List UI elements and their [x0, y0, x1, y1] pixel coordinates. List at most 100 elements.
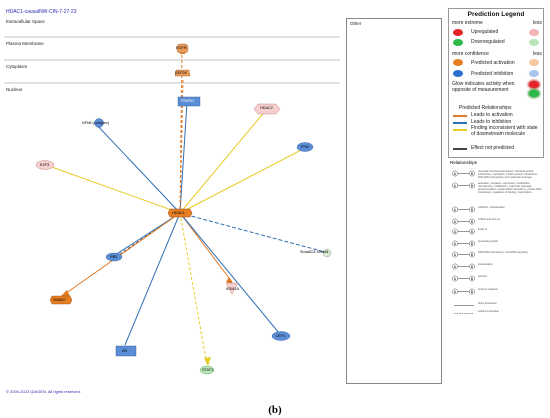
- relationship-label: RNA-RNA interactions, microRNA targeting: [478, 251, 528, 254]
- node-smad7-label: SMAD7: [53, 298, 67, 302]
- node-hdac2-shape: [253, 103, 281, 115]
- compartment-plasma-membrane-label: Plasma Membrane: [6, 41, 44, 46]
- node-smad-shape: [322, 248, 332, 258]
- line-inconsistent-swatch: [453, 129, 467, 131]
- svg-text:A: A: [454, 277, 457, 281]
- svg-text:A: A: [454, 265, 457, 269]
- legend-more-extreme: more extreme: [452, 20, 483, 26]
- nodes: [35, 43, 332, 375]
- legend-leads-inhibition: Leads to inhibition: [471, 119, 512, 125]
- edge-hdac1-stat1: [179, 212, 208, 366]
- arrowhead-smad7: [60, 290, 70, 297]
- other-compartment: Other: [346, 18, 442, 384]
- relationship-label: processing yields: [478, 240, 498, 243]
- relationship-label: chemical-chemical interactions, chemical…: [478, 170, 538, 179]
- relationship-label: inhibition, ubiquitination: [478, 206, 505, 209]
- node-kdm1a-label: KDM1A: [226, 287, 240, 291]
- legend-more-confidence: more confidence: [452, 51, 489, 57]
- compartment-extracellular-label: Extracellular Space: [6, 19, 45, 24]
- node-tp53-shape: [296, 142, 314, 152]
- edge-hdac1-hdac2: [179, 109, 267, 214]
- glow-red-swatch: [529, 81, 539, 88]
- legend-predicted-inhibition: Predicted inhibition: [471, 71, 514, 77]
- edge-hdac1-smad7: [61, 212, 181, 297]
- legend-relationships-title: Predicted Relationships: [459, 105, 512, 111]
- legend-inconsistent: Finding inconsistent with state of downs…: [471, 125, 538, 137]
- relationship-label: indirect interaction: [478, 310, 500, 313]
- svg-text:B: B: [471, 220, 474, 224]
- relationship-label: direct interaction: [478, 302, 498, 305]
- inhibition-strong-swatch: [453, 70, 463, 77]
- relationships-title: Relationships: [450, 160, 478, 165]
- compartment-cytoplasm-label: Cytoplasm: [6, 64, 28, 69]
- copyright: © 2000-2023 QIAGEN. All rights reserved.: [6, 389, 81, 394]
- node-stat1-label: STAT1: [202, 368, 214, 372]
- node-eef2k-shape: [174, 69, 191, 77]
- node-hdac2-label: HDAC2: [260, 106, 273, 110]
- activation-weak-swatch: [529, 59, 539, 66]
- edge-hdac1-kdm1a: [179, 212, 233, 283]
- relationship-label: translocation: [478, 263, 493, 266]
- compartment-other-label: Other: [350, 21, 362, 26]
- legend-leads-activation: Leads to activation: [471, 112, 513, 118]
- edge-hdac1-nfkb: [94, 122, 181, 214]
- upregulated-weak-swatch: [529, 29, 539, 36]
- node-ar-shape: [115, 345, 137, 357]
- node-lef1-label: LEF1: [276, 334, 286, 338]
- node-hdac1-shape: [167, 208, 193, 218]
- legend-less: less: [533, 20, 542, 26]
- node-eef2k-label: EEF2K: [175, 71, 188, 75]
- relationship-label: enzyme catalysis: [478, 288, 498, 291]
- svg-text:A: A: [454, 253, 457, 257]
- inhibition-weak-swatch: [529, 70, 539, 77]
- legend-upregulated: Upregulated: [471, 29, 499, 35]
- svg-text:B: B: [471, 277, 474, 281]
- activation-strong-swatch: [453, 59, 463, 66]
- svg-text:A: A: [454, 220, 457, 224]
- legend-title: Prediction Legend: [467, 11, 525, 18]
- downregulated-strong-swatch: [453, 39, 463, 46]
- edges: [45, 46, 326, 366]
- svg-text:B: B: [471, 172, 474, 176]
- node-e2f3-shape: [35, 160, 55, 170]
- node-hdac1-label: HDAC1: [172, 211, 185, 215]
- edge-hdac1-pparg: [179, 101, 188, 214]
- legend-not-predicted: Effect not predicted: [471, 145, 514, 151]
- edge-hdac1-tp53: [179, 147, 306, 214]
- glow-green-swatch: [529, 90, 539, 97]
- svg-text:A: A: [454, 172, 457, 176]
- node-nfkb-shape: [94, 118, 104, 128]
- node-smad7-shape: [49, 295, 73, 305]
- node-e2f3-label: E2F3: [40, 163, 50, 167]
- svg-text:B: B: [471, 290, 474, 294]
- legend-predicted-activation: Predicted activation: [471, 60, 515, 66]
- svg-text:B: B: [471, 230, 474, 234]
- svg-text:A: A: [454, 230, 457, 234]
- edge-hdac1-lef1: [179, 212, 280, 334]
- legend-glow: Glow indicates activity when opposite of…: [452, 81, 515, 93]
- svg-text:B: B: [471, 253, 474, 257]
- upregulated-strong-swatch: [453, 29, 463, 36]
- node-egfr-label: EGFR: [176, 46, 187, 50]
- svg-text:A: A: [454, 290, 457, 294]
- line-activation-swatch: [453, 115, 467, 117]
- node-rb1-shape: [105, 252, 123, 262]
- prediction-legend: Prediction Legend more extreme less Upre…: [448, 8, 544, 158]
- arrowhead-stat1: [204, 357, 211, 366]
- legend-downregulated: Downregulated: [471, 39, 505, 45]
- svg-text:A: A: [454, 208, 457, 212]
- node-nfkb-label: NFkB (complex): [82, 121, 110, 125]
- node-pparg-shape: [177, 96, 201, 107]
- compartment-nucleus-label: Nucleus: [6, 87, 23, 92]
